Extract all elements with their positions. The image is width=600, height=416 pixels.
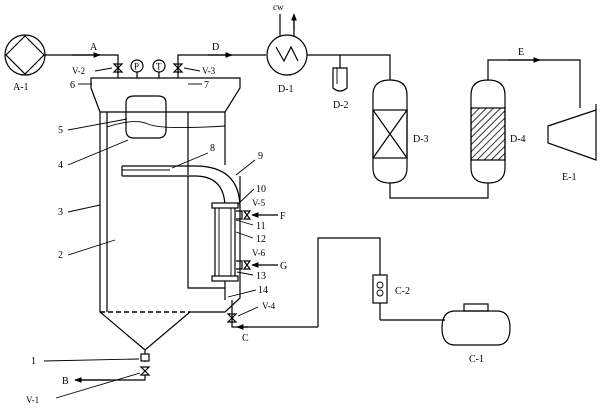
pressure-gauge-label: P [134, 62, 139, 72]
callout-14: 14 [258, 285, 268, 296]
line-a [45, 54, 119, 72]
flowmeter-c2-icon [372, 274, 445, 321]
label-d2: D-2 [333, 100, 349, 111]
feed-unit-a1 [4, 34, 46, 76]
valve-v1-icon [139, 353, 151, 376]
callout-8: 8 [210, 143, 215, 154]
label-e1: E-1 [562, 172, 576, 183]
line-d [177, 54, 266, 78]
callout-6: 6 [70, 80, 75, 91]
callout-10: 10 [256, 184, 266, 195]
valve-v5-icon [236, 210, 252, 220]
label-v4: V-4 [262, 301, 276, 311]
callout-12: 12 [256, 234, 266, 245]
callout-9: 9 [258, 151, 263, 162]
valve-v2-icon [112, 63, 124, 73]
condenser-d1 [266, 13, 308, 76]
temperature-gauge-icon: T [152, 59, 166, 78]
callout-4: 4 [58, 160, 63, 171]
label-v6: V-6 [252, 248, 266, 258]
callout-11: 11 [256, 221, 266, 232]
stream-label-d: D [212, 42, 219, 53]
line-c [231, 300, 318, 328]
label-c1: C-1 [469, 354, 484, 365]
valve-v6-icon [236, 260, 252, 270]
label-v3: V-3 [202, 66, 216, 76]
label-a1: A-1 [13, 82, 29, 93]
side-arm-tube [121, 165, 241, 209]
callout-1: 1 [31, 356, 36, 367]
label-c2: C-2 [395, 286, 410, 297]
stream-label-g: G [280, 261, 287, 272]
stream-label-c: C [242, 333, 249, 344]
side-exchanger [211, 202, 239, 288]
label-d3: D-3 [413, 134, 429, 145]
temperature-gauge-label: T [156, 62, 162, 72]
valve-v4-icon [226, 313, 238, 323]
collector-d2 [332, 67, 348, 92]
stream-label-e: E [518, 47, 524, 58]
label-v2: V-2 [72, 66, 85, 76]
pressure-gauge-icon: P [130, 59, 144, 78]
valve-v3-icon [172, 63, 184, 73]
stream-label-b: B [62, 376, 69, 387]
label-d4: D-4 [510, 134, 526, 145]
stream-label-a: A [90, 42, 98, 53]
callout-2: 2 [58, 250, 63, 261]
callout-13: 13 [256, 271, 266, 282]
callout-3: 3 [58, 207, 63, 218]
label-d1: D-1 [278, 84, 294, 95]
stream-label-f: F [280, 211, 286, 222]
reactor-vessel [90, 77, 241, 362]
stream-label-cw: cw [273, 2, 284, 12]
callout-5: 5 [58, 125, 63, 136]
label-v5: V-5 [252, 198, 266, 208]
turbine-e1 [547, 104, 597, 161]
inner-filter-element [106, 95, 226, 139]
label-v1: V-1 [26, 395, 39, 405]
column-d4 [470, 79, 506, 184]
callout-7: 7 [204, 80, 209, 91]
compressor-c1 [441, 303, 511, 346]
column-d3 [372, 79, 408, 184]
